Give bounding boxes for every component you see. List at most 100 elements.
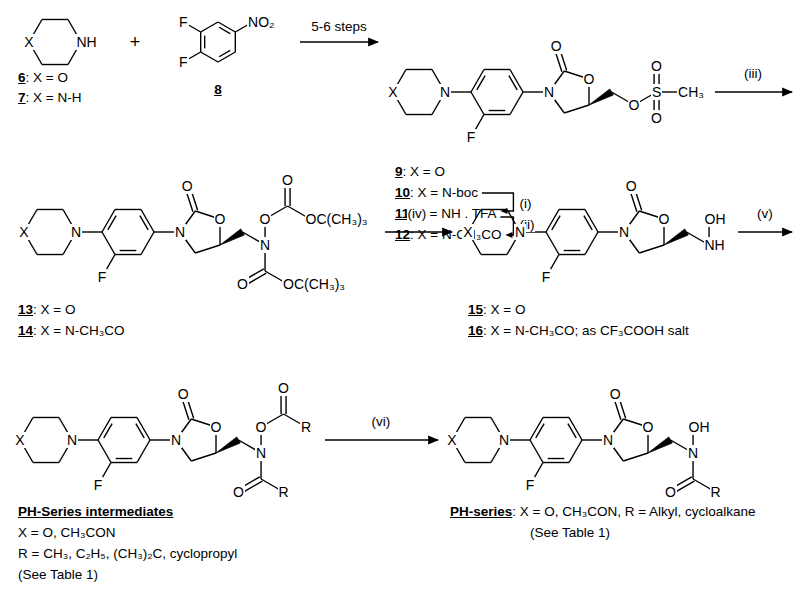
bracket-arrow	[500, 217, 513, 235]
compound-description: X = O, CH₃CON	[18, 525, 115, 540]
bond-line	[33, 462, 59, 463]
atom-label: O	[550, 38, 563, 54]
compound-number: 9	[395, 164, 403, 179]
atom-label: O	[664, 484, 677, 500]
compound-text-row: 6: X = O	[18, 70, 68, 86]
atom-label: NH	[76, 34, 98, 50]
bond-line	[235, 32, 236, 52]
compound-number: 14	[18, 323, 33, 338]
aromatic-double-bond	[509, 76, 517, 90]
compound-number: 8	[213, 82, 223, 98]
compound-number: 6	[18, 70, 26, 85]
bond-line	[546, 232, 559, 255]
bond-line	[42, 64, 68, 65]
arrow-head	[505, 232, 512, 238]
compound-description: (See Table 1)	[18, 567, 98, 582]
compound-description: : X = N-boc	[410, 185, 478, 200]
wedge-bond	[648, 437, 672, 453]
aromatic-double-bond	[477, 76, 485, 90]
atom-label: O	[628, 97, 641, 113]
reagent-label: (iv)	[407, 206, 428, 222]
compound-text-row: X = O, CH₃CON	[18, 525, 115, 541]
aromatic-double-bond	[568, 424, 576, 438]
atom-label: R	[278, 484, 290, 500]
atom-label: N	[602, 432, 614, 448]
compound-description: : X = O	[403, 164, 445, 179]
bond-line	[218, 22, 235, 32]
atom-label: O	[609, 386, 622, 402]
reagent-label: (iii)	[743, 66, 763, 82]
atom-label: O	[177, 386, 190, 402]
atom-label: O	[232, 484, 245, 500]
atom-label: O	[650, 110, 663, 126]
compound-text-row: 10: X = N-boc	[395, 185, 478, 201]
compound-number: 15	[468, 302, 483, 317]
atom-label: F	[93, 477, 104, 493]
aromatic-double-bond	[104, 424, 112, 438]
atom-label: R	[710, 484, 722, 500]
atom-label: OC(CH₃)₃	[305, 211, 369, 227]
compound-text-row: (See Table 1)	[18, 567, 98, 583]
compound-number: 13	[18, 302, 33, 317]
compound-text-row: 15: X = O	[468, 302, 525, 318]
atom-label: N	[255, 445, 267, 461]
reagent-label: (vi)	[371, 414, 392, 430]
atom-label: O	[181, 178, 194, 194]
bond-line	[623, 453, 648, 461]
atom-label: N	[687, 445, 699, 461]
atom-label: S	[651, 84, 662, 100]
atom-label: O	[625, 178, 638, 194]
reagent-label: (i)	[518, 196, 532, 212]
atom-label: O	[642, 419, 655, 435]
atom-label: X	[446, 432, 457, 448]
bond-line	[191, 453, 216, 461]
compound-description: : X = O	[33, 302, 75, 317]
aromatic-double-bond	[108, 216, 116, 230]
atom-label: O	[277, 380, 290, 396]
bond-line	[111, 462, 137, 463]
aromatic-double-bond	[116, 458, 133, 459]
aromatic-double-bond	[219, 27, 230, 33]
atom-label: O	[236, 276, 249, 292]
atom-label: N	[70, 224, 82, 240]
bond-line	[530, 440, 543, 463]
aromatic-double-bond	[536, 424, 544, 438]
atom-label: F	[525, 477, 536, 493]
bond-line	[42, 19, 68, 20]
bond-line	[218, 52, 235, 62]
compound-number: 10	[395, 185, 410, 200]
arrow-head	[500, 208, 507, 214]
atom-label: N	[543, 84, 555, 100]
reaction-arrow	[738, 231, 792, 233]
compound-number: PH-Series intermediates	[18, 504, 173, 519]
bond-line	[585, 232, 598, 255]
compound-description: : X = N-CH₃CO	[33, 323, 124, 338]
compound-text-row: 13: X = O	[18, 302, 75, 318]
bond-line	[465, 462, 491, 463]
compound-description: : X = N-CH₃CO; as CF₃COOH salt	[483, 323, 689, 338]
wedge-bond	[220, 229, 244, 245]
bond-line	[569, 440, 582, 463]
compound-number: 16	[468, 323, 483, 338]
bond-line	[639, 245, 664, 253]
atom-label: O	[210, 419, 223, 435]
compound-text-row: 9: X = O	[395, 164, 445, 180]
atom-label: NH	[704, 237, 726, 253]
bond-line	[471, 92, 484, 115]
bond-line	[111, 417, 137, 418]
aromatic-double-bond	[489, 110, 506, 111]
atom-label: OC(CH₃)₃	[282, 276, 346, 292]
bond-line	[115, 209, 141, 210]
bond-line	[543, 462, 569, 463]
atom-label: OH	[704, 211, 727, 227]
plus-sign: +	[129, 32, 142, 53]
aromatic-double-bond	[584, 216, 592, 230]
bond-line	[201, 22, 218, 32]
atom-label: O	[255, 419, 268, 435]
compound-description: R = CH₃, C₂H₅, (CH₃)₂C, cyclopropyl	[18, 546, 237, 561]
bond-line	[559, 209, 585, 210]
atom-label: F	[466, 129, 477, 145]
aromatic-double-bond	[548, 458, 565, 459]
reaction-arrow	[300, 41, 378, 43]
bond-group	[20, 19, 716, 494]
